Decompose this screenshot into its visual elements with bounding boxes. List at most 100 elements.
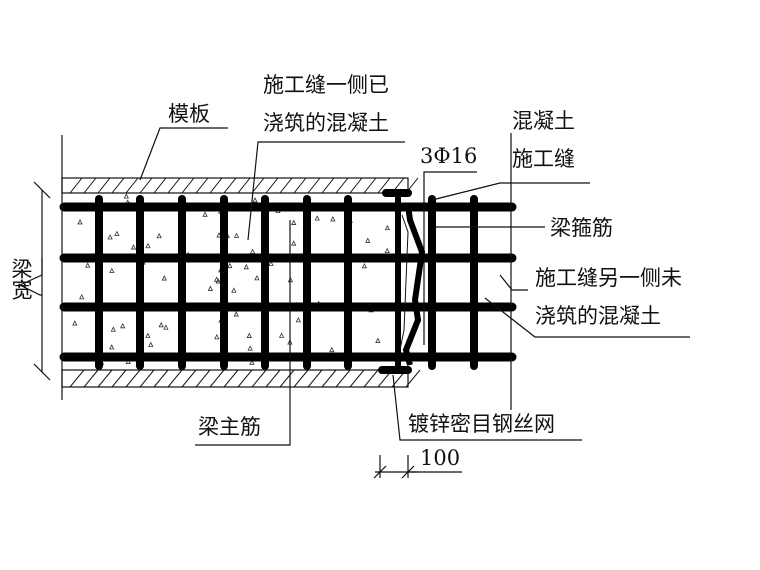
- aggregate-mark: [384, 247, 390, 253]
- hatch-line: [167, 177, 181, 194]
- concrete-aggregate: [71, 193, 391, 365]
- aggregate-mark: [233, 232, 240, 238]
- hatch-line: [363, 369, 379, 388]
- label-poured-side-line1: 施工缝一侧已: [263, 73, 389, 97]
- aggregate-mark: [163, 324, 169, 330]
- aggregate-mark: [252, 197, 258, 203]
- aggregate-mark: [72, 320, 78, 326]
- aggregate-mark: [278, 332, 285, 338]
- hatch-line: [237, 369, 253, 388]
- aggregate-mark: [85, 262, 91, 268]
- label-joint-line2: 施工缝: [512, 147, 575, 171]
- hatch-line: [153, 177, 167, 194]
- stirrups: [95, 195, 478, 370]
- label-main-rebar: 梁主筋: [198, 415, 261, 439]
- hatch-line: [181, 369, 197, 388]
- aggregate-mark: [114, 230, 120, 237]
- hatch-line: [83, 369, 99, 388]
- hatch-line: [125, 369, 141, 388]
- label-stirrup: 梁箍筋: [550, 216, 613, 240]
- aggregate-mark: [227, 262, 233, 269]
- hatch-line: [167, 369, 183, 388]
- aggregate-mark: [243, 263, 249, 270]
- hatch-line: [293, 369, 309, 388]
- aggregate-mark: [110, 326, 116, 332]
- aggregate-mark: [329, 346, 335, 353]
- aggregate-mark: [130, 244, 137, 250]
- hatch-line: [363, 177, 377, 194]
- hatch-line: [139, 177, 153, 194]
- hatch-line: [265, 369, 281, 388]
- dimension-100: 100: [420, 446, 461, 470]
- hatch-line: [349, 177, 363, 194]
- aggregate-mark: [231, 287, 237, 293]
- hatch-line: [349, 369, 365, 388]
- label-poured-side-line2: 浇筑的混凝土: [263, 111, 389, 135]
- hatch-line: [237, 177, 251, 194]
- aggregate-mark: [79, 293, 85, 300]
- hatch-line: [377, 177, 391, 194]
- construction-joint: [61, 177, 426, 388]
- hatch-line: [83, 177, 97, 194]
- aggregate-mark: [161, 275, 167, 281]
- aggregate-mark: [249, 359, 255, 365]
- label-wire-mesh: 镀锌密目钢丝网: [408, 412, 555, 436]
- aggregate-mark: [268, 260, 274, 266]
- hatch-line: [293, 177, 307, 194]
- hatch-line: [111, 177, 125, 194]
- hatch-line: [251, 177, 265, 194]
- hatch-line: [69, 177, 83, 194]
- hatch-line: [111, 369, 127, 388]
- aggregate-mark: [77, 219, 83, 225]
- aggregate-mark: [375, 337, 381, 343]
- aggregate-mark: [158, 321, 164, 328]
- aggregate-mark: [156, 232, 162, 239]
- label-rebar-spec: 3Φ16: [420, 144, 478, 168]
- aggregate-mark: [249, 248, 256, 254]
- label-unpoured-line1: 施工缝另一侧未: [535, 266, 682, 290]
- aggregate-mark: [148, 341, 154, 347]
- hatch-line: [223, 177, 237, 194]
- aggregate-mark: [295, 316, 301, 323]
- hatch-line: [223, 369, 239, 388]
- aggregate-mark: [233, 311, 239, 317]
- hatch-line: [335, 369, 351, 388]
- aggregate-mark: [145, 332, 151, 338]
- label-beam-width: 梁宽: [9, 258, 33, 300]
- aggregate-mark: [202, 211, 208, 217]
- hatch-line: [195, 177, 209, 194]
- aggregate-mark: [314, 215, 320, 221]
- formwork-hatching: [69, 177, 421, 388]
- aggregate-mark: [207, 285, 213, 291]
- hatch-line: [307, 177, 321, 194]
- hatch-line: [251, 369, 267, 388]
- hatch-line: [139, 369, 155, 388]
- hatch-line: [265, 177, 279, 194]
- aggregate-mark: [123, 193, 129, 199]
- aggregate-mark: [247, 345, 253, 351]
- aggregate-mark: [291, 240, 297, 246]
- aggregate-mark: [246, 332, 252, 338]
- hatch-line: [307, 369, 323, 388]
- aggregate-mark: [214, 333, 220, 340]
- label-joint-line1: 混凝土: [512, 109, 575, 133]
- aggregate-mark: [330, 216, 336, 222]
- hatch-line: [97, 177, 111, 194]
- hatch-line: [335, 177, 349, 194]
- aggregate-mark: [361, 262, 368, 269]
- hatch-line: [209, 369, 225, 388]
- hatch-line: [279, 369, 295, 388]
- aggregate-mark: [365, 237, 371, 243]
- aggregate-mark: [384, 224, 391, 231]
- hatch-line: [181, 177, 195, 194]
- hatch-line: [195, 369, 211, 388]
- label-formwork: 模板: [168, 102, 210, 126]
- aggregate-mark: [109, 344, 115, 350]
- aggregate-mark: [254, 274, 260, 281]
- aggregate-mark: [120, 322, 126, 329]
- hatch-line: [321, 369, 337, 388]
- aggregate-mark: [109, 267, 115, 274]
- label-unpoured-line2: 浇筑的混凝土: [535, 304, 661, 328]
- hatch-line: [209, 177, 223, 194]
